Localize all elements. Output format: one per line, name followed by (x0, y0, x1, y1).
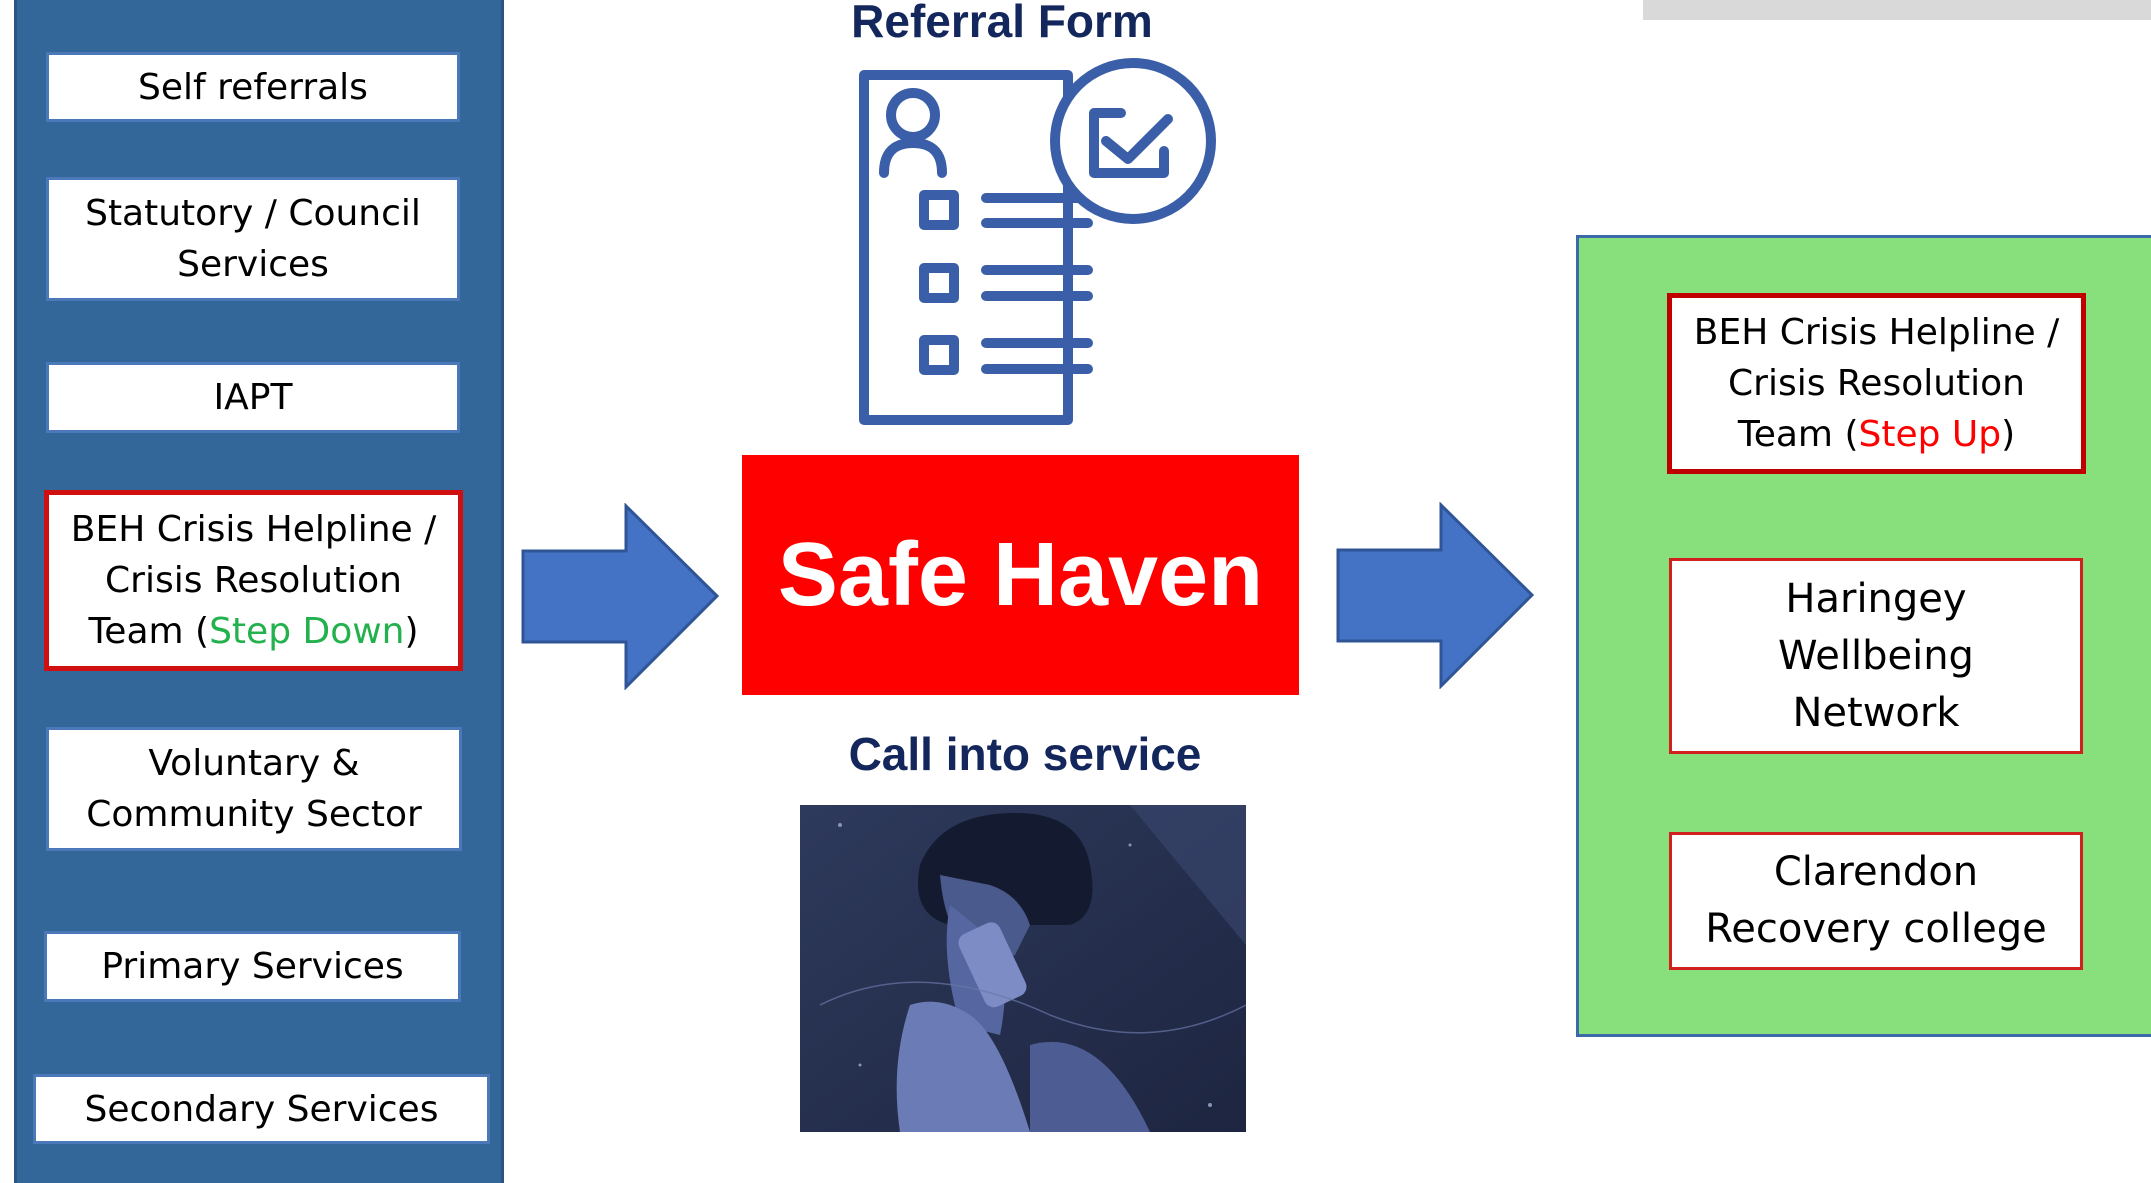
step-up-label: Step Up (1858, 414, 2002, 455)
right-arrow-icon (1336, 502, 1535, 689)
call-into-service-title: Call into service (848, 728, 1202, 780)
source-label: Voluntary & (148, 743, 360, 784)
source-primary-services: Primary Services (44, 931, 461, 1002)
destination-label: Haringey (1785, 575, 1967, 622)
source-label: IAPT (213, 377, 293, 418)
destinations-panel: BEH Crisis Helpline / Crisis Resolution … (1576, 235, 2151, 1037)
source-secondary-services: Secondary Services (33, 1074, 490, 1144)
destination-label: Crisis Resolution (1728, 363, 2025, 404)
source-label-suffix: ) (404, 611, 419, 652)
destination-label-suffix: ) (2001, 414, 2016, 455)
top-right-fragment (1643, 0, 2151, 20)
person-on-phone-illustration (800, 805, 1246, 1132)
step-down-label: Step Down (209, 611, 405, 652)
destination-haringey-wellbeing: Haringey Wellbeing Network (1669, 558, 2083, 754)
source-label: Self referrals (138, 66, 368, 108)
referral-form-icon (859, 58, 1216, 425)
source-voluntary-community: Voluntary & Community Sector (46, 727, 462, 851)
source-statutory-council: Statutory / Council Services (46, 177, 460, 301)
source-label: Primary Services (101, 946, 404, 987)
source-label: BEH Crisis Helpline / (70, 509, 437, 550)
referral-sources-panel: Self referrals Statutory / Council Servi… (14, 0, 504, 1183)
source-label-line3: Team (Step Down) (71, 606, 436, 657)
right-arrow-icon (521, 503, 720, 690)
source-iapt: IAPT (46, 362, 460, 433)
source-beh-crisis-step-down: BEH Crisis Helpline / Crisis Resolution … (44, 490, 463, 671)
source-label: Community Sector (86, 794, 422, 835)
source-label: Services (177, 244, 329, 285)
source-label: Statutory / Council (85, 193, 421, 234)
destination-label-prefix: Team ( (1737, 414, 1859, 455)
destination-label: Wellbeing (1778, 632, 1974, 679)
destination-clarendon-recovery: Clarendon Recovery college (1669, 832, 2083, 970)
safe-haven-box: Safe Haven (742, 455, 1299, 695)
safe-haven-label: Safe Haven (777, 524, 1264, 625)
destination-label-line3: Team (Step Up) (1694, 409, 2059, 460)
destination-beh-crisis-step-up: BEH Crisis Helpline / Crisis Resolution … (1667, 293, 2086, 474)
referral-form-title: Referral Form (851, 0, 1153, 47)
destination-label: Clarendon (1773, 849, 1979, 895)
source-self-referrals: Self referrals (46, 52, 460, 122)
destination-label: Recovery college (1705, 906, 2047, 952)
source-label: Crisis Resolution (105, 560, 402, 601)
destination-label: Network (1792, 689, 1960, 736)
source-label: Secondary Services (84, 1088, 439, 1130)
source-label-prefix: Team ( (88, 611, 210, 652)
destination-label: BEH Crisis Helpline / (1693, 312, 2060, 353)
